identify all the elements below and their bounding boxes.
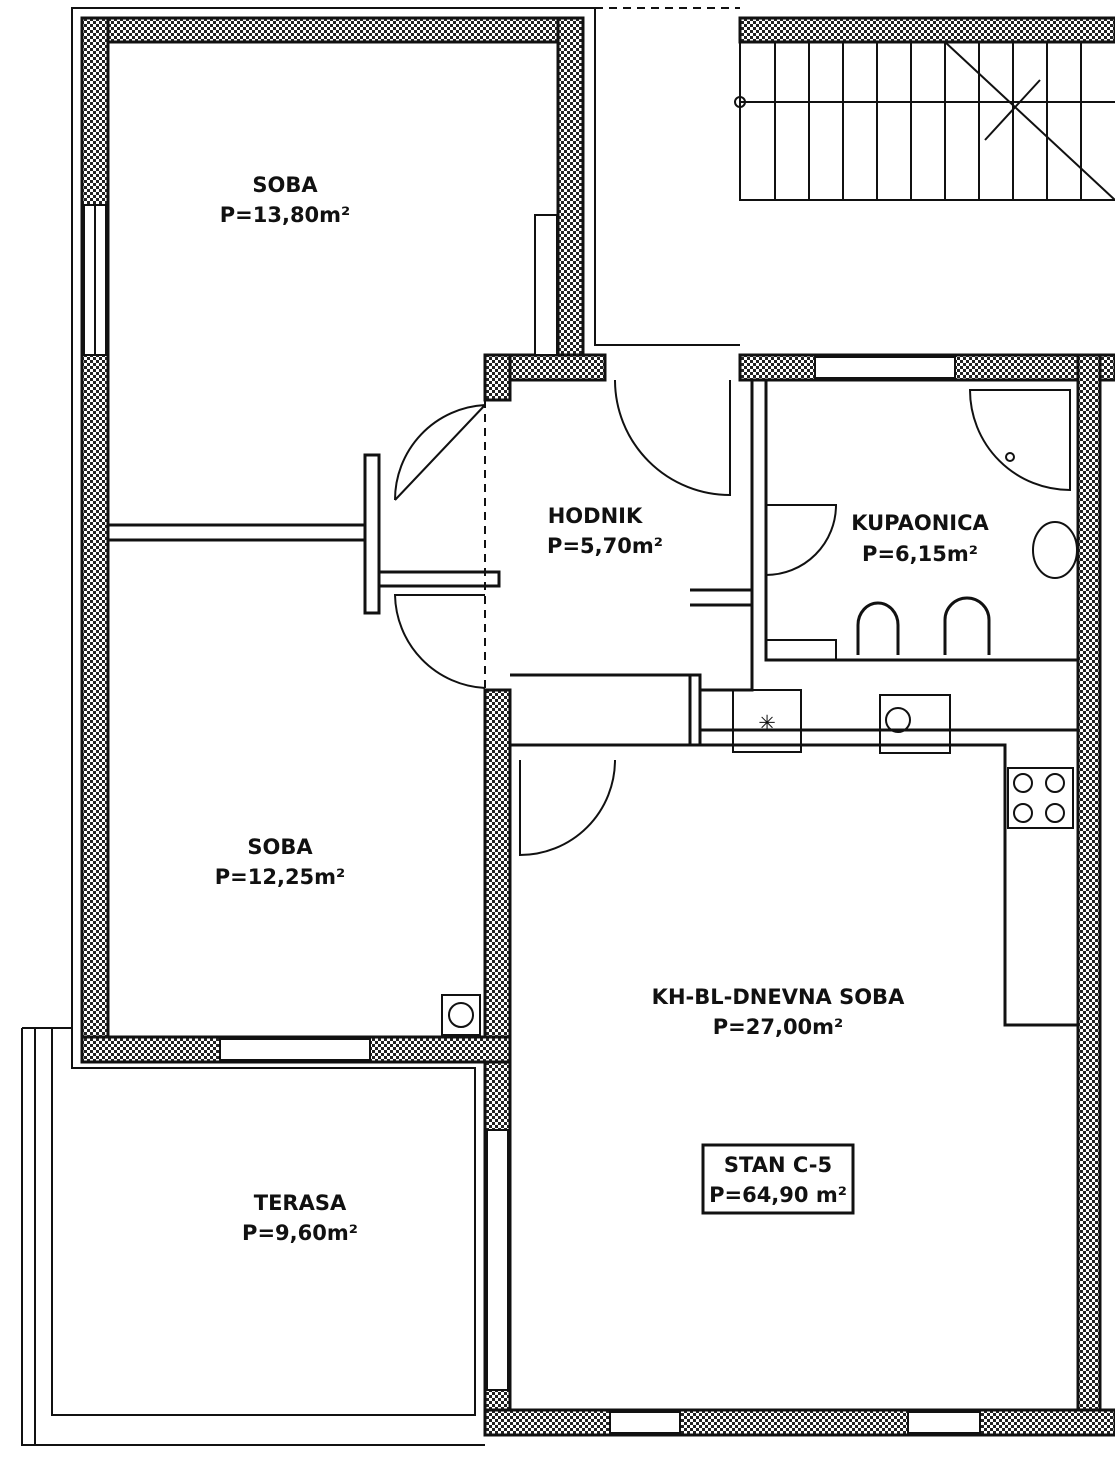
bathroom-fixtures (765, 389, 1078, 661)
room-label-soba-2: SOBA P=12,25m² (215, 835, 346, 889)
room-label-terasa: TERASA P=9,60m² (242, 1191, 358, 1245)
terrace (21, 1027, 485, 1446)
svg-text:P=64,90 m²: P=64,90 m² (709, 1183, 847, 1207)
room-label-soba-1: SOBA P=13,80m² (220, 173, 351, 227)
room-label-kupaonica: KUPAONICA P=6,15m² (851, 511, 989, 566)
svg-text:HODNIK: HODNIK (548, 504, 643, 528)
svg-text:KUPAONICA: KUPAONICA (851, 511, 989, 535)
svg-text:P=13,80m²: P=13,80m² (220, 203, 351, 227)
room-label-dnevna-soba: KH-BL-DNEVNA SOBA P=27,00m² (652, 985, 905, 1039)
svg-text:TERASA: TERASA (254, 1191, 347, 1215)
svg-text:P=5,70m²: P=5,70m² (547, 534, 663, 558)
svg-text:STAN C-5: STAN C-5 (724, 1153, 832, 1177)
svg-text:P=12,25m²: P=12,25m² (215, 865, 346, 889)
doors (393, 379, 838, 857)
kitchen-fixtures: ✳ (441, 689, 1074, 1036)
svg-text:P=9,60m²: P=9,60m² (242, 1221, 358, 1245)
partitions (106, 380, 1078, 1027)
svg-text:SOBA: SOBA (247, 835, 313, 859)
svg-text:SOBA: SOBA (252, 173, 318, 197)
room-label-hodnik: HODNIK P=5,70m² (547, 504, 663, 558)
fridge-icon: ✳ (758, 711, 776, 735)
svg-text:KH-BL-DNEVNA SOBA: KH-BL-DNEVNA SOBA (652, 985, 905, 1009)
apartment-label-box: STAN C-5 P=64,90 m² (701, 1143, 855, 1215)
outer-outline (71, 7, 740, 1030)
staircase (734, 16, 1115, 201)
svg-text:P=27,00m²: P=27,00m² (713, 1015, 844, 1039)
walls (80, 16, 1115, 1437)
svg-text:P=6,15m²: P=6,15m² (862, 542, 978, 566)
